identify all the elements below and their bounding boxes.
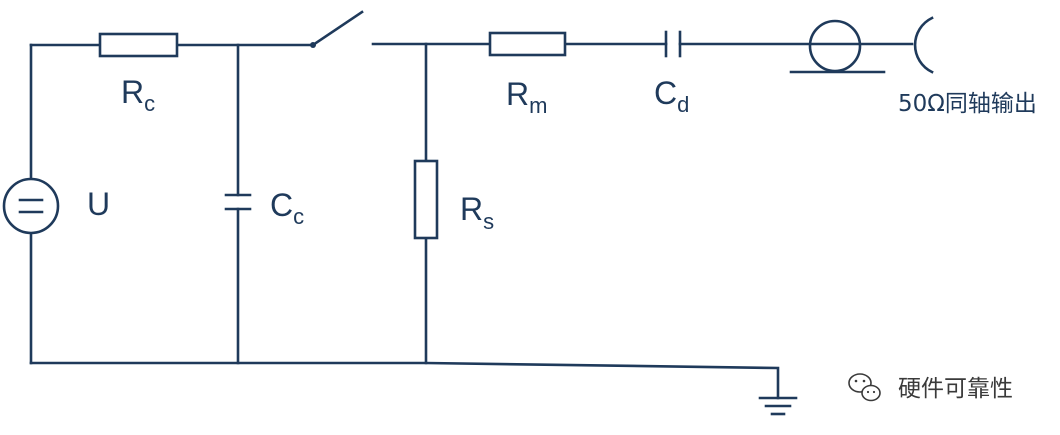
watermark: 硬件可靠性 (848, 373, 1013, 402)
label-rm: Rm (506, 76, 547, 118)
capacitor-cd (664, 30, 682, 58)
ground-icon (758, 396, 798, 416)
resistor-rs (413, 159, 439, 240)
capacitor-cc (224, 193, 252, 211)
resistor-rc (98, 32, 179, 58)
label-u: U (87, 186, 110, 222)
wire-bottom-rail (29, 361, 780, 400)
watermark-text: 硬件可靠性 (898, 376, 1013, 402)
label-rs: Rs (460, 191, 494, 234)
wires (29, 42, 914, 400)
resistor-rm (488, 31, 567, 57)
label-cc: Cc (270, 187, 304, 229)
switch-icon (310, 10, 364, 48)
label-output: 50Ω同轴输出 (898, 91, 1037, 117)
wechat-icon (848, 373, 881, 402)
label-rc: Rc (121, 74, 155, 116)
coaxial-connector-icon (789, 16, 934, 74)
dc-voltage-source-icon (2, 177, 60, 235)
label-cd: Cd (654, 75, 689, 117)
